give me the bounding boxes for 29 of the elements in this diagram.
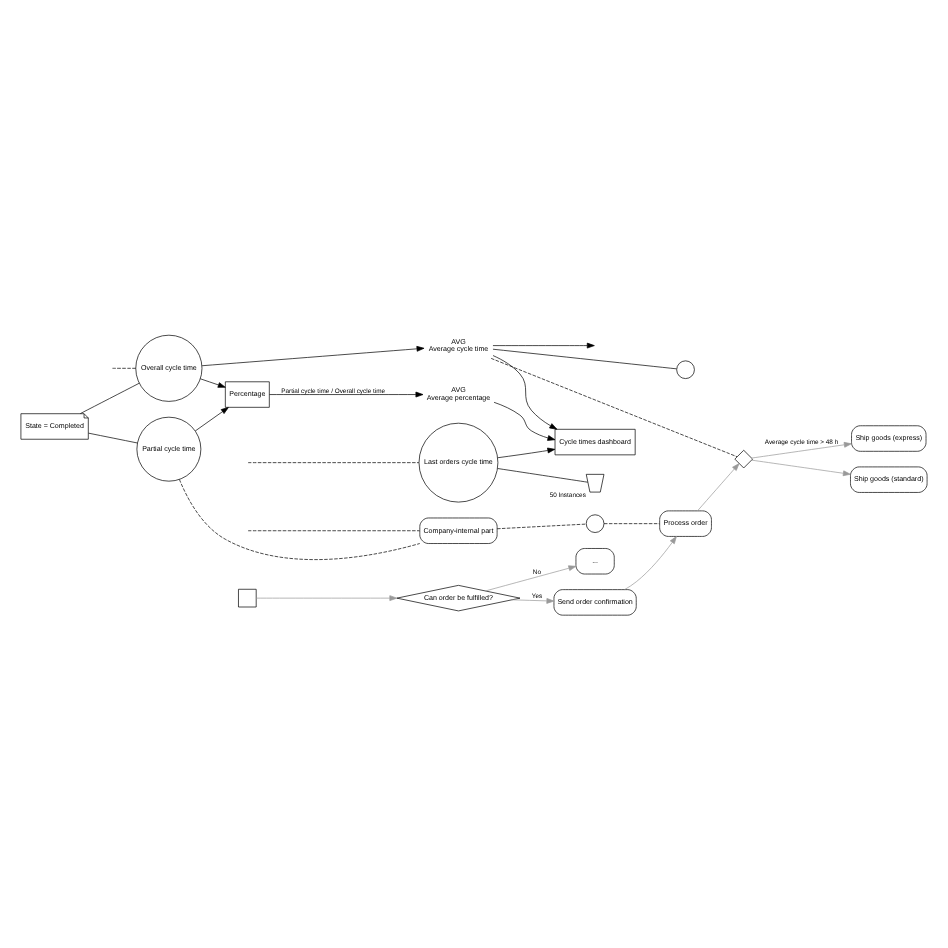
connector: [88, 432, 138, 444]
node-box: [238, 588, 257, 608]
arrow: [201, 346, 425, 367]
arrow: [493, 401, 556, 441]
arrow: [492, 342, 595, 349]
arrow: [485, 565, 577, 592]
connector: [80, 382, 140, 414]
node-circle: [676, 360, 695, 379]
connector: [603, 523, 660, 524]
arrow: [697, 463, 740, 511]
arrow: [511, 598, 555, 604]
arrow: [269, 391, 424, 398]
arrow: [624, 536, 677, 590]
arrow: [751, 459, 851, 477]
arrow: [751, 441, 852, 459]
arrow: [194, 407, 229, 432]
connector: [497, 468, 589, 483]
connector: [492, 348, 677, 370]
connector: [247, 462, 420, 463]
connector: [179, 479, 421, 560]
arrow: [199, 378, 226, 388]
arrow: [497, 447, 556, 459]
node-circle: [585, 514, 605, 533]
arrow: [255, 595, 398, 601]
connector: [112, 367, 137, 369]
connector: [490, 358, 738, 458]
arrow: [492, 355, 558, 430]
node-funnel: [585, 474, 605, 493]
connector: [496, 523, 587, 530]
